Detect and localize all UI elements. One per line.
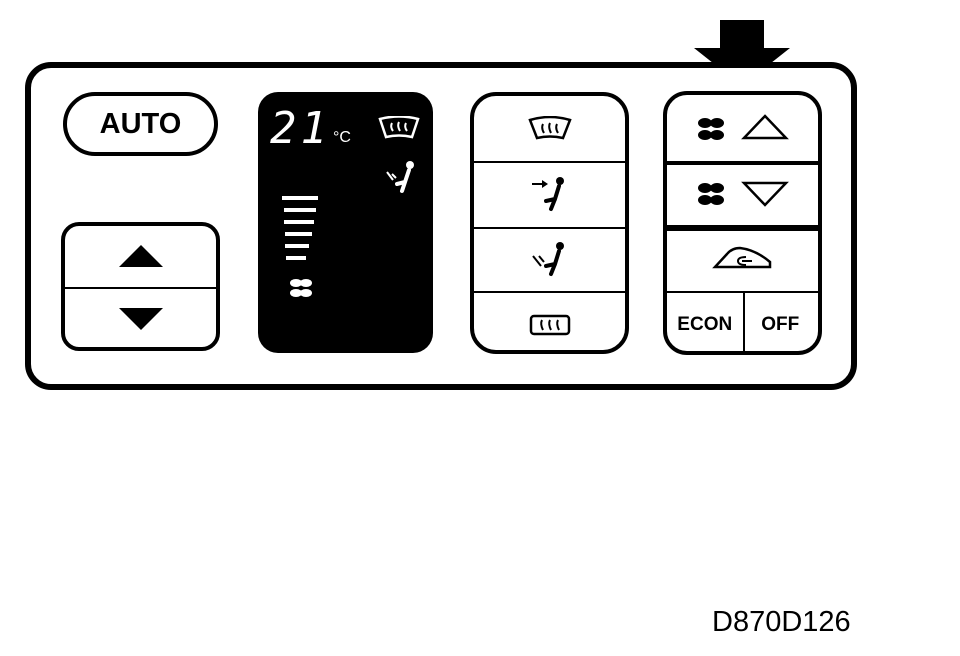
econ-label: ECON <box>677 314 733 335</box>
rear-defrost-button[interactable] <box>474 291 625 350</box>
triangle-up-icon <box>118 245 163 268</box>
pointer-arrow-icon <box>694 20 790 86</box>
foot-vent-button[interactable] <box>474 227 625 293</box>
temp-up-button[interactable] <box>65 226 216 289</box>
figure-code: D870D126 <box>712 606 851 638</box>
auto-label: AUTO <box>99 107 182 140</box>
rear-defrost-icon <box>529 314 570 335</box>
defrost-icon <box>527 115 572 139</box>
defrost-icon <box>378 116 420 139</box>
recirculation-button[interactable] <box>667 225 818 293</box>
face-vent-button[interactable] <box>474 161 625 229</box>
fan-control-group: ECON OFF <box>663 91 822 355</box>
temperature-unit: °C <box>333 129 351 146</box>
econ-button[interactable]: ECON <box>667 291 745 351</box>
fan-down-icon <box>697 181 789 207</box>
triangle-down-icon <box>118 307 163 330</box>
fan-icon <box>290 279 312 297</box>
off-label: OFF <box>761 314 800 335</box>
off-button[interactable]: OFF <box>743 291 819 351</box>
auto-button[interactable]: AUTO <box>63 92 218 156</box>
face-vent-icon <box>531 177 564 211</box>
defrost-button[interactable] <box>474 96 625 163</box>
fan-down-button[interactable] <box>667 161 818 231</box>
fan-up-button[interactable] <box>667 95 818 165</box>
mode-button-group <box>470 92 629 354</box>
climate-control-panel <box>25 62 857 390</box>
foot-vent-icon <box>531 242 564 276</box>
fan-up-icon <box>697 114 789 140</box>
temperature-readout: 21 <box>270 103 331 154</box>
temp-down-button[interactable] <box>65 286 216 348</box>
fan-level-bars <box>282 196 318 260</box>
recirculation-icon <box>711 246 771 269</box>
foot-face-icon <box>386 161 414 193</box>
temperature-rocker <box>61 222 220 351</box>
